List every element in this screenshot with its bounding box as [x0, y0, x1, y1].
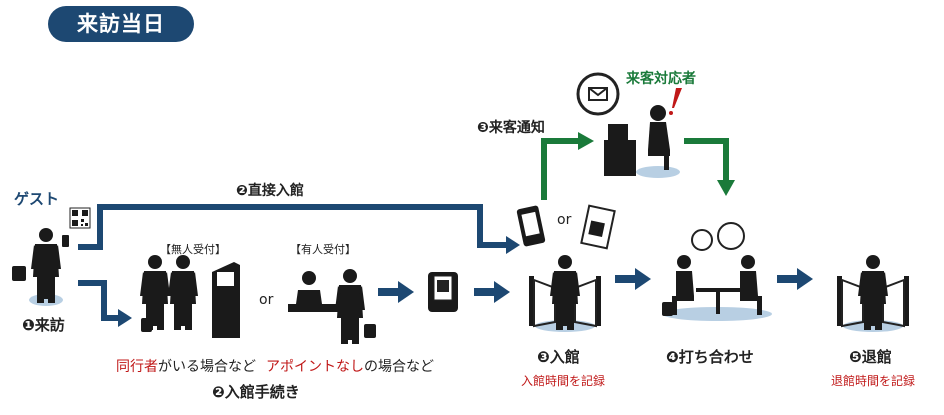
receptionist-icon: [296, 271, 322, 304]
qr-code-icon: [69, 207, 91, 229]
step4-label: ❹打ち合わせ: [666, 348, 754, 366]
page-title: 来訪当日: [48, 6, 194, 42]
unmanned-reception-label: 【無人受付】: [160, 243, 226, 256]
meeting-table-icon: [696, 288, 740, 292]
reception-path: [78, 280, 120, 321]
responder-label: 来客対応者: [626, 71, 696, 87]
step5-label: ❺退館: [849, 348, 892, 366]
direct-entry-path: [78, 204, 508, 250]
speech-bubble-icon: [691, 222, 745, 251]
guest-card-icon: [428, 272, 458, 312]
entry-time-note: 入館時間を記録: [521, 374, 606, 388]
escort-path: [684, 138, 729, 182]
no-appointment-note: アポイントなしの場合など: [266, 359, 434, 375]
or-label: or: [557, 212, 572, 228]
companion-person-icon: [168, 255, 198, 330]
suitcase-icon: [12, 266, 26, 281]
or-label: or: [259, 292, 274, 308]
exclamation-icon: [669, 88, 682, 115]
meeting-person-icon: [672, 255, 694, 315]
companions-note: 同行者がいる場合など: [116, 359, 256, 375]
suitcase-icon: [364, 324, 376, 338]
meeting-person-icon: [740, 255, 762, 315]
exit-time-note: 退館時間を記録: [831, 374, 916, 388]
step2-label: ❷入館手続き: [212, 383, 300, 401]
meeting-table-icon: [716, 292, 720, 314]
guest-card-icon: [580, 204, 616, 250]
smartphone-icon: [62, 235, 69, 247]
reception-arrowhead: [118, 309, 132, 327]
step1-label: ❶来訪: [22, 316, 65, 334]
smartphone-icon: [516, 205, 546, 247]
notify-path: [541, 138, 580, 200]
step3-entry-label: ❸入館: [537, 348, 580, 366]
escort-arrowhead: [717, 180, 735, 196]
visitor-person-icon: [335, 269, 365, 344]
guest-person-icon: [31, 228, 61, 303]
suitcase-icon: [141, 318, 152, 332]
suitcase-icon: [662, 302, 673, 316]
direct-entry-arrowhead: [506, 236, 520, 254]
step3-notify-label: ❸来客通知: [477, 120, 545, 136]
reception-desk-icon: [288, 304, 346, 312]
responder-person-icon: [648, 105, 670, 170]
notify-arrowhead: [578, 132, 594, 150]
mail-bubble-icon: [576, 72, 620, 116]
kiosk-icon: [212, 262, 240, 338]
manned-reception-label: 【有人受付】: [290, 243, 356, 256]
direct-entry-label: ❷直接入館: [236, 183, 304, 199]
guest-label: ゲスト: [14, 190, 60, 208]
flow-arrows: [378, 268, 813, 303]
desk-icon: [604, 124, 636, 176]
